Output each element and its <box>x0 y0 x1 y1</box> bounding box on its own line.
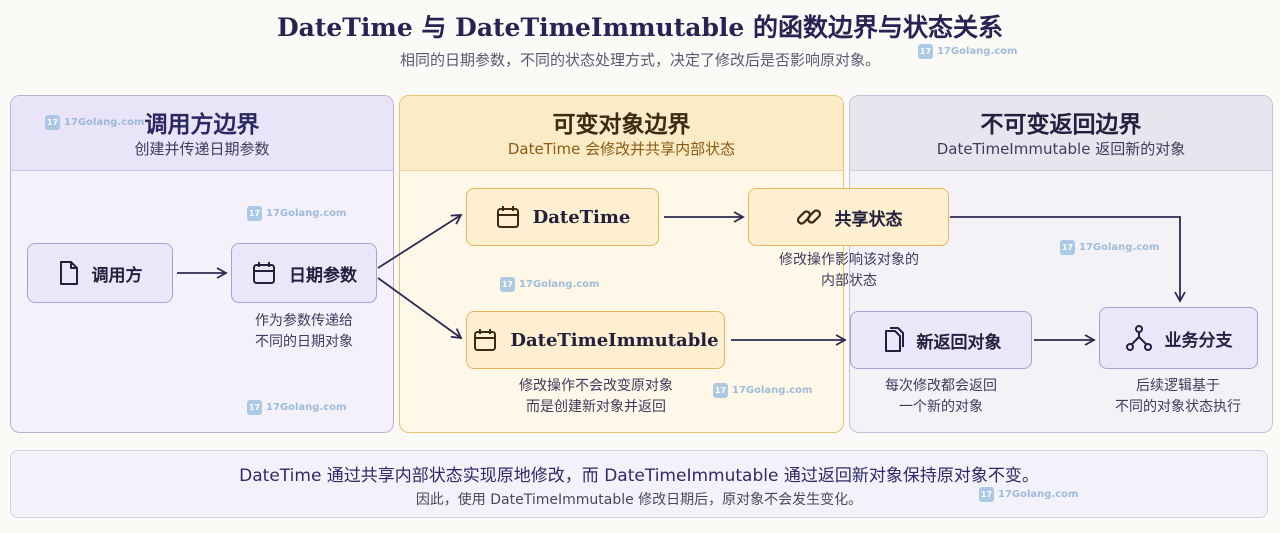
node-label: 新返回对象 <box>916 332 1002 353</box>
node-label: 调用方 <box>91 265 143 286</box>
panel-subtitle: DateTime 会修改并共享内部状态 <box>507 140 736 158</box>
summary-sub-text: 因此，使用 DateTimeImmutable 修改日期后，原对象不会发生变化。 <box>415 492 863 508</box>
page-title: DateTime 与 DateTimeImmutable 的函数边界与状态关系 <box>276 13 1004 42</box>
shared-state-node: 共享状态 <box>748 188 949 246</box>
immutable-node: DateTimeImmutable <box>466 311 725 369</box>
panel-header: 不可变返回边界 DateTimeImmutable 返回新的对象 <box>850 96 1272 171</box>
summary-main-text: DateTime 通过共享内部状态实现原地修改，而 DateTimeImmuta… <box>239 466 1039 486</box>
watermark-logo-icon: 17 <box>713 383 728 398</box>
panel-subtitle: 创建并传递日期参数 <box>134 140 270 158</box>
mutable-boundary-panel: 可变对象边界 DateTime 会修改并共享内部状态 <box>399 95 844 433</box>
panel-title: 不可变返回边界 <box>980 111 1142 138</box>
arrow-param-to-immutable <box>377 277 463 340</box>
node-label: 日期参数 <box>289 265 357 286</box>
summary-box: DateTime 通过共享内部状态实现原地修改，而 DateTimeImmuta… <box>10 450 1268 518</box>
caller-node: 调用方 <box>27 243 173 303</box>
watermark-logo-icon: 17 <box>500 277 515 292</box>
new-object-note: 每次修改都会返回 一个新的对象 <box>885 378 997 415</box>
watermark-logo-icon: 17 <box>979 487 994 502</box>
calendar-icon <box>472 327 498 353</box>
branch-note: 后续逻辑基于 不同的对象状态执行 <box>1115 378 1241 415</box>
watermark-logo-icon: 17 <box>45 115 60 130</box>
panel-title: 可变对象边界 <box>552 111 691 138</box>
datetime-node: DateTime <box>466 188 659 246</box>
page-subtitle: 相同的日期参数，不同的状态处理方式，决定了修改后是否影响原对象。 <box>399 51 880 69</box>
arrow-param-to-datetime <box>377 214 463 269</box>
date-param-note: 作为参数传递给 不同的日期对象 <box>255 313 353 350</box>
shared-state-note: 修改操作影响该对象的 内部状态 <box>779 252 919 289</box>
panel-title: 调用方边界 <box>144 111 260 138</box>
branch-icon <box>1125 324 1153 352</box>
immutable-note: 修改操作不会改变原对象 而是创建新对象并返回 <box>519 378 673 415</box>
panel-header: 调用方边界 创建并传递日期参数 <box>11 96 393 171</box>
link-icon <box>795 203 823 231</box>
panel-subtitle: DateTimeImmutable 返回新的对象 <box>936 140 1186 158</box>
branch-node: 业务分支 <box>1099 307 1258 369</box>
watermark-logo-icon: 17 <box>918 44 933 59</box>
watermark-logo-icon: 17 <box>1060 240 1075 255</box>
watermark-logo-icon: 17 <box>247 206 262 221</box>
calendar-icon <box>251 260 277 286</box>
node-label: 业务分支 <box>1164 330 1233 351</box>
document-icon <box>881 326 905 354</box>
document-icon <box>58 260 80 286</box>
node-label: 共享状态 <box>834 209 903 230</box>
arrow-shared-to-branch <box>950 216 1186 303</box>
watermark-logo-icon: 17 <box>247 400 262 415</box>
new-object-node: 新返回对象 <box>850 311 1032 369</box>
immutable-boundary-panel: 不可变返回边界 DateTimeImmutable 返回新的对象 <box>849 95 1273 433</box>
node-label: DateTime <box>532 206 631 228</box>
calendar-icon <box>495 204 521 230</box>
node-label: DateTimeImmutable <box>510 329 719 351</box>
date-param-node: 日期参数 <box>231 243 377 303</box>
panel-header: 可变对象边界 DateTime 会修改并共享内部状态 <box>400 96 843 171</box>
